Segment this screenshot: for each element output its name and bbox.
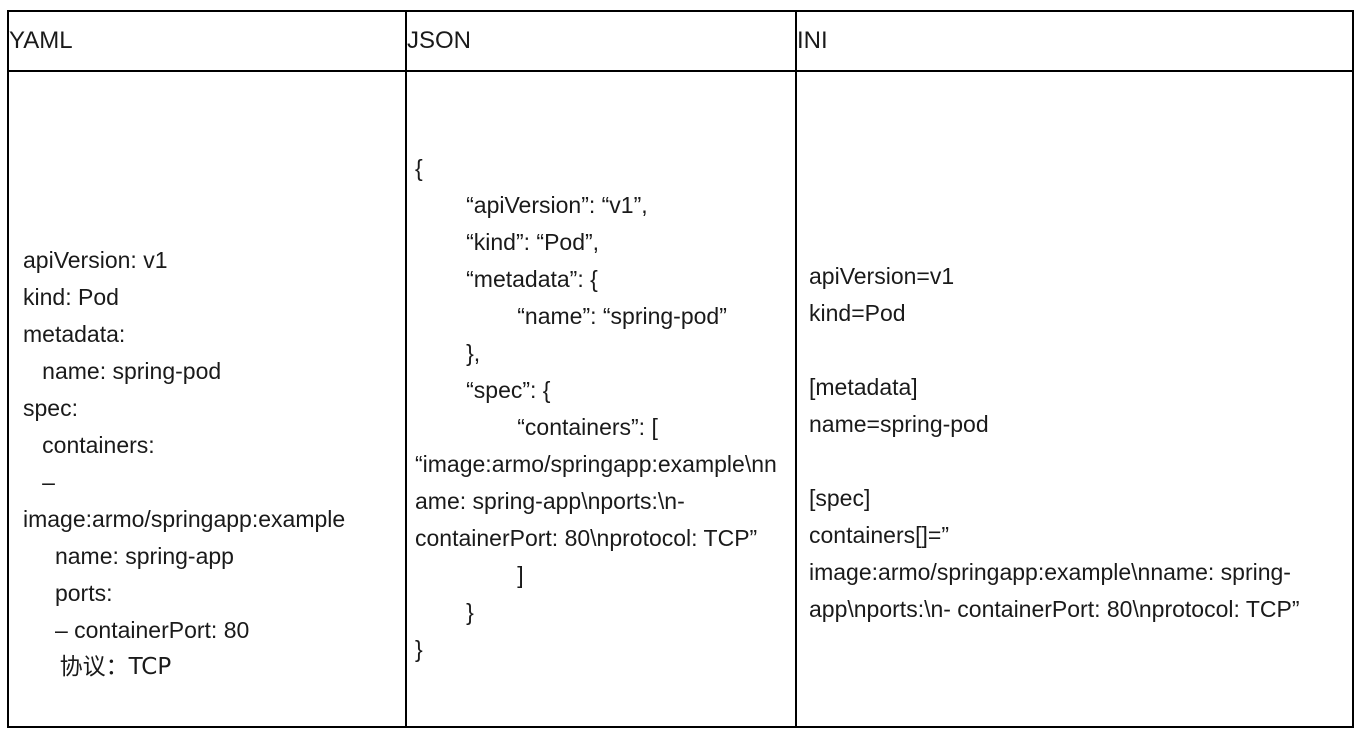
code-line: },	[415, 340, 481, 366]
code-line: image:armo/springapp:example\nname: spri…	[809, 559, 1300, 622]
format-comparison-table: YAML JSON INI apiVersion: v1 kind: Pod met…	[7, 10, 1354, 728]
code-line: spec:	[23, 395, 78, 421]
table-header-row: YAML JSON INI	[7, 10, 1354, 72]
code-line: [metadata]	[809, 374, 918, 400]
code-line: ]	[415, 562, 524, 588]
code-line: apiVersion: v1	[23, 247, 168, 273]
code-line: image:armo/springapp:example	[23, 506, 346, 532]
code-line: apiVersion=v1	[809, 263, 955, 289]
code-line: ports:	[23, 580, 113, 606]
ini-code-block: apiVersion=v1 kind=Pod [metadata] name=spr…	[798, 258, 1351, 628]
code-line: name=spring-pod	[809, 411, 989, 437]
code-line: “apiVersion”: “v1”,	[415, 192, 648, 218]
code-line: kind=Pod	[809, 300, 906, 326]
column-header-yaml: YAML	[7, 10, 407, 72]
code-line: “name”: “spring-pod”	[415, 303, 727, 329]
code-line: containers:	[23, 432, 155, 458]
code-line: containers[]=”	[809, 522, 949, 548]
code-line: name: spring-pod	[23, 358, 222, 384]
code-line: }	[415, 636, 423, 662]
code-line: }	[415, 599, 474, 625]
code-line: –	[23, 469, 55, 495]
code-line: “spec”: {	[415, 377, 551, 403]
code-line: {	[415, 155, 423, 181]
table-body-row: apiVersion: v1 kind: Pod metadata: name: s…	[7, 70, 1354, 728]
column-header-ini: INI	[795, 10, 1354, 72]
code-line	[809, 443, 1336, 480]
code-line: “containers”: [	[415, 414, 658, 440]
cell-yaml: apiVersion: v1 kind: Pod metadata: name: s…	[7, 70, 407, 728]
code-line: metadata:	[23, 321, 126, 347]
code-line: [spec]	[809, 485, 871, 511]
code-line: “kind”: “Pod”,	[415, 229, 600, 255]
column-header-json: JSON	[405, 10, 797, 72]
code-line: 协议：TCP	[23, 654, 172, 680]
yaml-code-block: apiVersion: v1 kind: Pod metadata: name: s…	[10, 242, 404, 686]
code-line: “image:armo/springapp:example\nname: spr…	[415, 451, 777, 551]
cell-ini: apiVersion=v1 kind=Pod [metadata] name=spr…	[795, 70, 1354, 728]
code-line: – containerPort: 80	[23, 617, 250, 643]
cell-json: { “apiVersion”: “v1”, “kind”: “Pod”, “me…	[405, 70, 797, 728]
code-line: name: spring-app	[23, 543, 234, 569]
code-line: kind: Pod	[23, 284, 119, 310]
code-line	[809, 332, 1336, 369]
json-code-block: { “apiVersion”: “v1”, “kind”: “Pod”, “me…	[408, 150, 794, 668]
code-line: “metadata”: {	[415, 266, 598, 292]
